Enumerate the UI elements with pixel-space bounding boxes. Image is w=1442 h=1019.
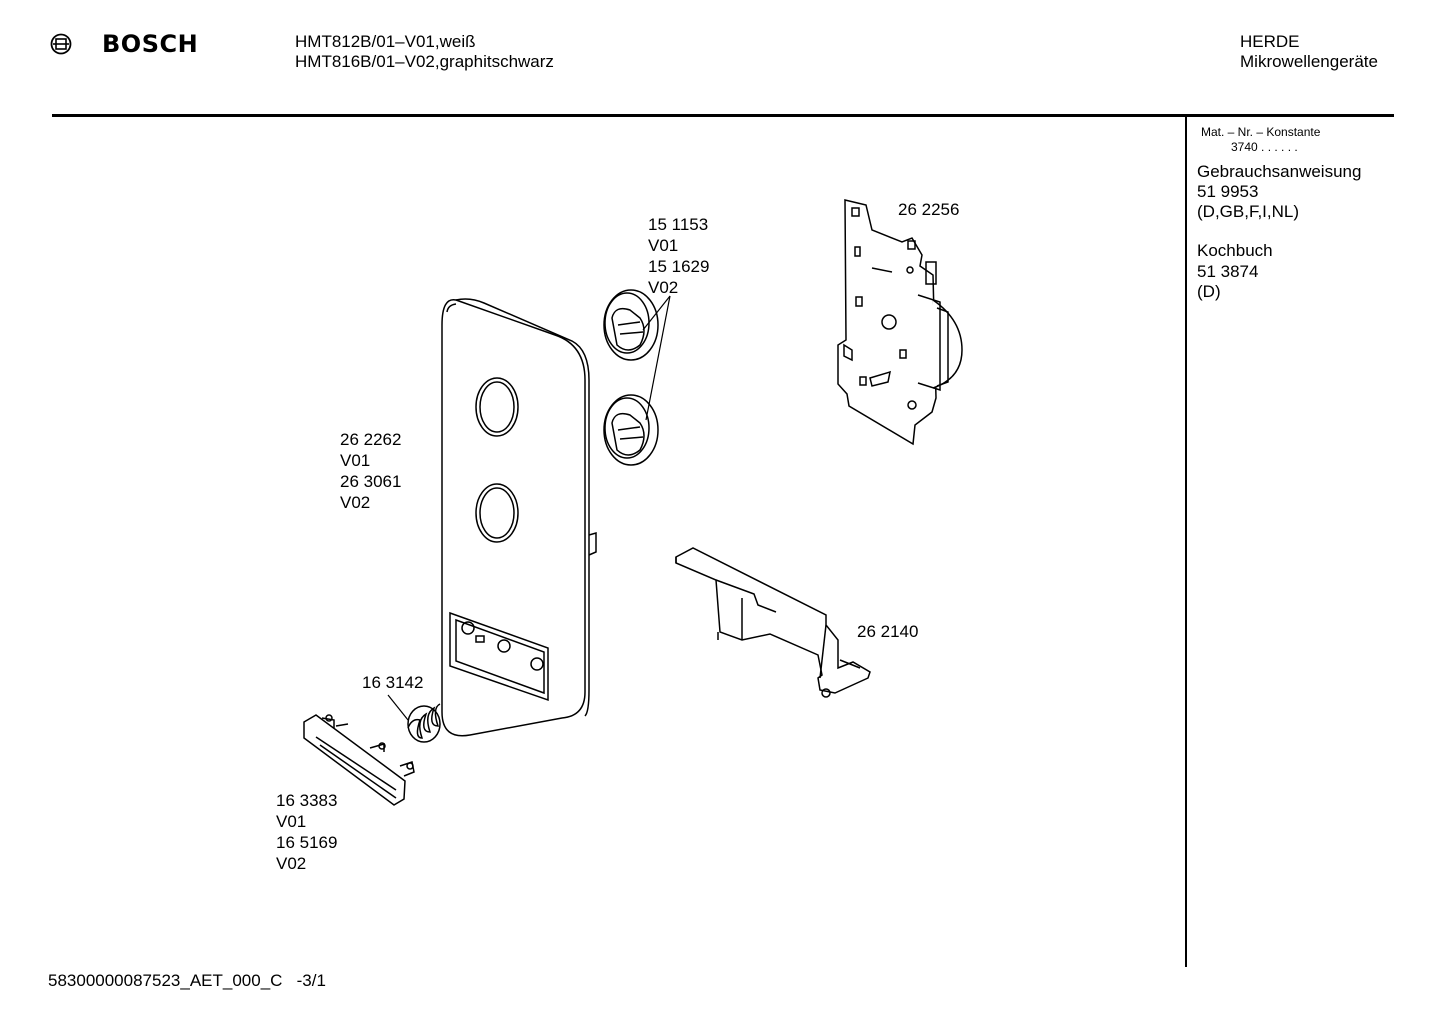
- panel-part-1: 26 2262: [340, 430, 402, 449]
- header-divider: [52, 114, 1394, 117]
- timer-part: 26 2256: [898, 200, 960, 219]
- button-drawing: [303, 714, 415, 806]
- knob-variant-2: V02: [648, 278, 679, 297]
- spring-part: 16 3142: [362, 673, 424, 692]
- panel-variant-1: V01: [340, 451, 371, 470]
- timer-drawing: [837, 199, 963, 446]
- manual-langs: (D,GB,F,I,NL): [1197, 202, 1300, 221]
- manual-number: 51 9953: [1197, 182, 1259, 201]
- knob-lower-drawing: [603, 394, 659, 466]
- bosch-logo-icon: [50, 33, 72, 55]
- category-line-1: HERDE: [1240, 32, 1300, 51]
- model-line-2: HMT816B/01–V02,graphitschwarz: [295, 52, 554, 71]
- knob-part-2: 15 1629: [648, 257, 710, 276]
- category-line-2: Mikrowellengeräte: [1240, 52, 1378, 71]
- panel-part-2: 26 3061: [340, 472, 402, 491]
- button-variant-2: V02: [276, 854, 307, 873]
- panel-variant-2: V02: [340, 493, 371, 512]
- sidebar-divider: [1185, 117, 1187, 967]
- const-value: 3740 . . . . . .: [1231, 140, 1298, 154]
- spring-drawing: [407, 703, 441, 743]
- document-id: 58300000087523_AET_000_C -3/1: [48, 971, 326, 990]
- bracket-drawing: [675, 547, 871, 698]
- brand-name: BOSCH: [102, 30, 199, 58]
- knob-variant-1: V01: [648, 236, 679, 255]
- knob-upper-drawing: [603, 289, 659, 361]
- button-part-2: 16 5169: [276, 833, 338, 852]
- model-line-1: HMT812B/01–V01,weiß: [295, 32, 476, 51]
- knob-part-1: 15 1153: [648, 215, 709, 234]
- button-variant-1: V01: [276, 812, 307, 831]
- cookbook-langs: (D): [1197, 282, 1221, 301]
- cookbook-number: 51 3874: [1197, 262, 1259, 281]
- const-label: Mat. – Nr. – Konstante: [1201, 125, 1321, 139]
- cookbook-title: Kochbuch: [1197, 241, 1273, 260]
- manual-title: Gebrauchsanweisung: [1197, 162, 1362, 181]
- bracket-part: 26 2140: [857, 622, 919, 641]
- button-part-1: 16 3383: [276, 791, 338, 810]
- control-panel-drawing: [441, 298, 597, 737]
